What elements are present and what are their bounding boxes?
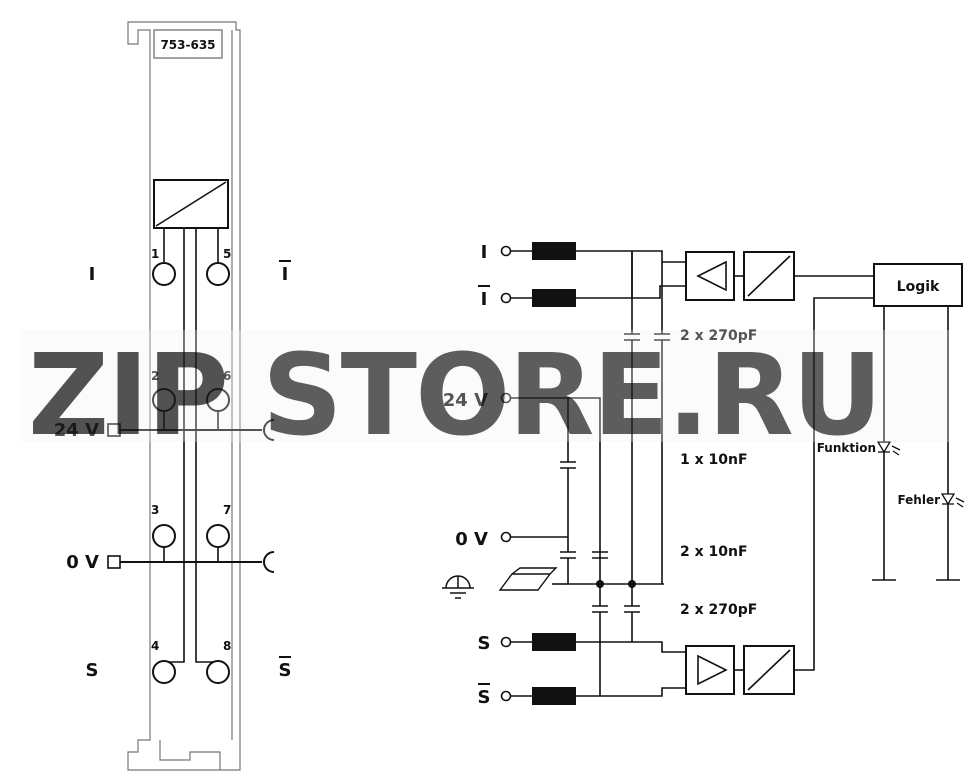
isolator-bottom-diagonal: [747, 649, 791, 691]
din-rail-symbol: [498, 567, 558, 591]
cap-label-mid: 1 x 10nF: [680, 452, 748, 468]
isolator-top-diagonal: [747, 255, 791, 297]
module-front: 753-635 1 2 3 4 5 6: [54, 21, 292, 771]
cap-label-bottom: 2 x 270pF: [680, 602, 757, 618]
logic-block: [873, 263, 963, 307]
terminal-number-5: 5: [223, 247, 231, 261]
led-funktion-rays: [891, 445, 901, 456]
terminal-number-1: 1: [151, 247, 159, 261]
terminal-i-bar[interactable]: [500, 292, 512, 304]
label-i-right: I: [481, 242, 488, 263]
terminal-4[interactable]: [152, 660, 176, 684]
watermark-part1: ZIP: [28, 331, 227, 461]
terminal-number-6: 6: [223, 369, 231, 383]
label-s-left: S: [86, 660, 99, 681]
cap-label-lower: 2 x 10nF: [680, 544, 748, 560]
signal-bus: [164, 228, 218, 663]
amplifier-top-triangle: [696, 260, 727, 292]
terminal-2[interactable]: [152, 388, 176, 412]
terminal-i[interactable]: [500, 245, 512, 257]
led-fehler-rays: [955, 497, 965, 508]
watermark-part2: STORE.RU: [262, 331, 881, 461]
terminal-6[interactable]: [206, 388, 230, 412]
module-housing: [127, 21, 241, 771]
wire-iso-bottom-logic: [794, 297, 874, 671]
label-s-bar-left: S: [279, 660, 292, 681]
supply-taps: [163, 412, 219, 562]
label-24v-left: 24 V: [54, 420, 99, 441]
cap-270pf-top: [624, 251, 670, 584]
terminals: [152, 262, 230, 684]
led-funktion-diode: [876, 441, 892, 454]
label-i-bar-left: I: [282, 264, 289, 285]
cap-10nf-pair: [592, 551, 608, 559]
label-i-bar-right: I: [481, 289, 488, 310]
schematic: I I 24 V 0 V S S: [442, 242, 965, 708]
logic-label: Logik: [897, 279, 940, 295]
terminal-s-bar[interactable]: [500, 690, 512, 702]
chokes: [532, 242, 576, 705]
led-funktion-label: Funktion: [817, 441, 876, 455]
terminal-leads-top: [163, 228, 219, 262]
watermark-band: [20, 330, 950, 442]
label-24v-right: 24 V: [443, 390, 488, 411]
ground-symbol: [442, 575, 474, 599]
led-funktion: [876, 441, 901, 456]
terminal-number-2: 2: [151, 369, 159, 383]
converter-block: [153, 179, 229, 229]
terminal-number-8: 8: [223, 639, 231, 653]
cap-270pf-bottom: [592, 584, 640, 696]
terminal-8[interactable]: [206, 660, 230, 684]
choke-s-bar: [532, 687, 576, 705]
label-s-right: S: [478, 633, 491, 654]
contact-0v: [107, 555, 121, 569]
rail-24v-jumper: [263, 419, 275, 441]
led-fehler-diode: [940, 493, 956, 506]
terminal-number-3: 3: [151, 503, 159, 517]
converter-diagonal: [155, 181, 227, 227]
module-inner-rail: [159, 30, 233, 770]
contact-24v: [107, 423, 121, 437]
led-fehler-label: Fehler: [897, 493, 940, 507]
terminal-3[interactable]: [152, 524, 176, 548]
choke-i-bar: [532, 289, 576, 307]
part-number: 753-635: [160, 38, 215, 52]
wires-bottom: [511, 641, 686, 697]
led-fehler: [940, 493, 965, 508]
terminal-number-7: 7: [223, 503, 231, 517]
terminal-1[interactable]: [152, 262, 176, 286]
terminal-s[interactable]: [500, 636, 512, 648]
label-0v-left: 0 V: [66, 552, 99, 573]
choke-s: [532, 633, 576, 651]
amplifier-bottom-triangle: [697, 654, 728, 686]
terminal-24v[interactable]: [500, 392, 512, 404]
terminal-5[interactable]: [206, 262, 230, 286]
part-number-box: [153, 29, 223, 59]
watermark: ZIP STORE.RU: [20, 330, 950, 461]
label-0v-right: 0 V: [455, 529, 488, 550]
terminal-7[interactable]: [206, 524, 230, 548]
choke-i: [532, 242, 576, 260]
terminal-number-4: 4: [151, 639, 159, 653]
wires-top: [511, 250, 686, 299]
label-i-left: I: [89, 264, 96, 285]
rail-0v-jumper: [263, 551, 275, 573]
cap-label-top: 2 x 270pF: [680, 328, 757, 344]
input-terminals: [500, 245, 512, 702]
terminal-0v[interactable]: [500, 531, 512, 543]
label-s-bar-right: S: [478, 687, 491, 708]
